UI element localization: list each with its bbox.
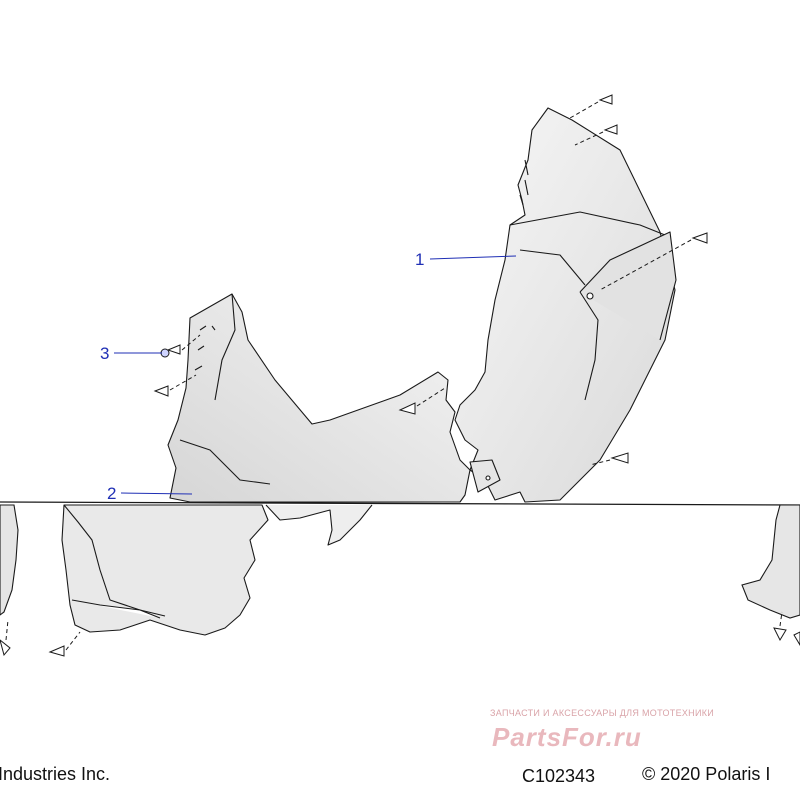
watermark-tagline: ЗАПЧАСТИ И АКСЕССУАРЫ ДЛЯ МОТОТЕХНИКИ bbox=[490, 708, 715, 718]
panel-part-1 bbox=[454, 107, 677, 503]
callout-leaders bbox=[114, 255, 517, 495]
footer-copyright: © 2020 Polaris I bbox=[642, 764, 771, 784]
watermark-logo: PartsFor.ru bbox=[492, 722, 642, 752]
callout-2: 2 bbox=[107, 484, 117, 503]
panel-part-2 bbox=[167, 293, 471, 503]
panel-lower-left bbox=[61, 504, 373, 636]
footer-company: Industries Inc. bbox=[0, 764, 111, 784]
screw-icon bbox=[574, 124, 618, 146]
callout-1: 1 bbox=[415, 250, 425, 269]
panel-far-right bbox=[741, 504, 800, 619]
panel-far-left bbox=[0, 504, 19, 616]
leader-line-2 bbox=[120, 492, 193, 495]
screw-icon bbox=[773, 611, 787, 642]
screw-icon bbox=[398, 387, 446, 415]
screw-icon bbox=[589, 452, 629, 466]
screw-icon bbox=[793, 631, 800, 646]
screw-icon bbox=[160, 334, 201, 358]
leader-line-1 bbox=[429, 255, 517, 260]
screw-icon bbox=[569, 94, 613, 119]
screw-icon bbox=[0, 619, 11, 657]
footer-drawing-number: C102343 bbox=[522, 766, 596, 786]
screw-icon bbox=[48, 631, 81, 657]
section-cut-line bbox=[0, 501, 800, 506]
screw-icon bbox=[599, 232, 708, 291]
screw-icon bbox=[153, 374, 197, 397]
callout-3: 3 bbox=[100, 344, 110, 363]
fasteners bbox=[0, 94, 800, 657]
